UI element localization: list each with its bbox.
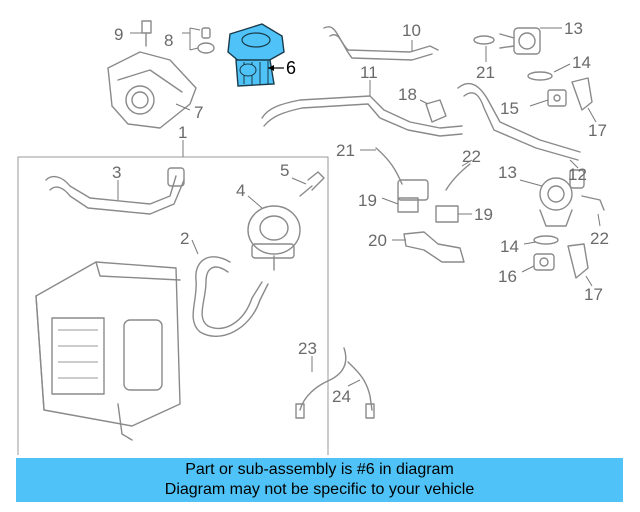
callout-17-top: 17 bbox=[588, 121, 607, 140]
callout-11: 11 bbox=[360, 63, 378, 82]
charcoal-canister bbox=[35, 261, 181, 441]
callout-23: 23 bbox=[298, 339, 317, 358]
callout-12: 12 bbox=[568, 165, 587, 184]
callout-15: 15 bbox=[500, 99, 519, 118]
part-14-gasket-low bbox=[523, 235, 559, 245]
part-20-bracket bbox=[392, 231, 465, 263]
callout-21-top: 21 bbox=[476, 63, 495, 82]
callout-3: 3 bbox=[112, 163, 121, 182]
callout-13-top: 13 bbox=[564, 19, 583, 38]
callout-4: 4 bbox=[236, 181, 245, 200]
part-9-bolt bbox=[130, 20, 152, 47]
callout-6: 6 bbox=[286, 58, 296, 78]
callout-24: 24 bbox=[332, 387, 351, 406]
callout-1: 1 bbox=[178, 123, 187, 142]
part-24-sensor bbox=[347, 361, 375, 419]
part-22-wire-mid bbox=[461, 159, 473, 167]
assembly-1-frame bbox=[17, 140, 329, 455]
callout-8: 8 bbox=[164, 31, 173, 50]
part-10-hose bbox=[323, 26, 439, 61]
part-5-connector bbox=[291, 171, 325, 197]
part-23-sensor bbox=[295, 347, 347, 419]
callout-10: 10 bbox=[402, 21, 421, 40]
callout-7: 7 bbox=[194, 103, 203, 122]
callout-14-top: 14 bbox=[572, 53, 591, 72]
part-16-flange bbox=[521, 253, 555, 273]
part-21-clamp-top bbox=[473, 35, 495, 62]
part-3-pipe bbox=[45, 167, 185, 215]
part-6-air-pump bbox=[227, 23, 285, 87]
part-2-hose bbox=[191, 239, 269, 337]
callout-21-mid: 21 bbox=[336, 141, 355, 160]
info-banner: Part or sub-assembly is #6 in diagram Di… bbox=[16, 458, 623, 502]
callout-17-low: 17 bbox=[584, 285, 603, 304]
part-17-bracket-low bbox=[567, 243, 593, 287]
callout-20: 20 bbox=[368, 231, 387, 250]
banner-line-1: Part or sub-assembly is #6 in diagram bbox=[185, 461, 454, 478]
part-4-valve bbox=[247, 195, 301, 271]
callout-19-a: 19 bbox=[358, 191, 377, 210]
callout-2: 2 bbox=[180, 229, 189, 248]
part-11-pipe bbox=[261, 80, 463, 137]
part-13-valve-low bbox=[519, 169, 585, 227]
part-15-flange bbox=[529, 89, 567, 107]
callout-18: 18 bbox=[398, 85, 417, 104]
part-14-gasket-top bbox=[527, 63, 571, 81]
callout-22-right: 22 bbox=[590, 229, 609, 248]
part-21-wire-mid bbox=[360, 147, 429, 201]
callout-19-b: 19 bbox=[474, 205, 493, 224]
part-19-connector-b bbox=[435, 163, 472, 223]
part-19-connector-a bbox=[381, 197, 419, 213]
callout-22-mid: 22 bbox=[462, 147, 481, 166]
callout-9: 9 bbox=[114, 25, 123, 44]
callout-13-low: 13 bbox=[498, 163, 517, 182]
part-17-bracket-top bbox=[571, 77, 597, 123]
part-13-valve-top bbox=[499, 27, 562, 55]
callout-14-low: 14 bbox=[500, 237, 519, 256]
callout-5: 5 bbox=[280, 161, 289, 180]
part-18-sensor bbox=[419, 99, 447, 123]
banner-line-2: Diagram may not be specific to your vehi… bbox=[164, 481, 475, 498]
callout-16: 16 bbox=[498, 267, 517, 286]
part-22-pipe-right bbox=[581, 195, 605, 227]
part-12-pipe bbox=[457, 82, 581, 169]
part-7-bracket bbox=[107, 51, 197, 129]
part-8-bushings bbox=[182, 27, 215, 54]
